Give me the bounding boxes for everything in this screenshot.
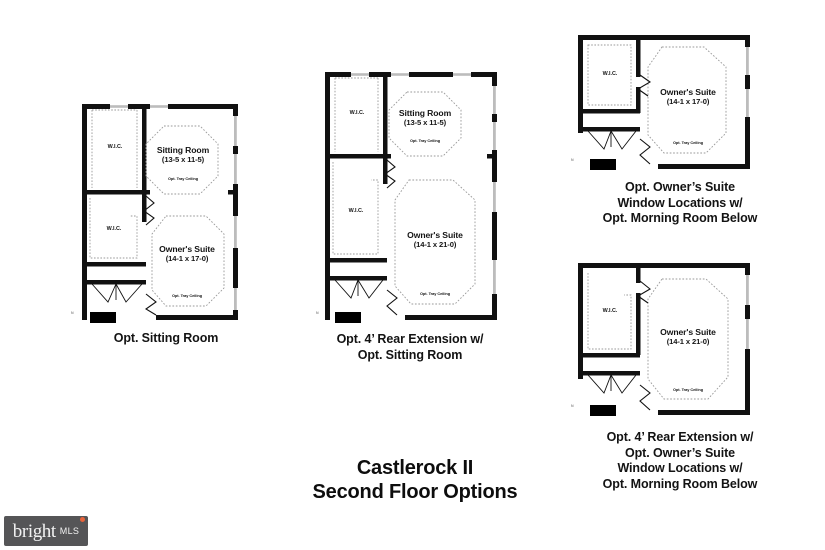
logo-brand-text: bright: [12, 520, 56, 542]
room-label-wic-upper: W.I.C.: [107, 144, 123, 150]
room-label-wic: W.I.C.: [602, 71, 618, 77]
bright-mls-logo: bright MLS: [4, 516, 88, 546]
room-label-wic: W.I.C.: [602, 308, 618, 314]
logo-mls-text: MLS: [59, 526, 80, 536]
room-label-sitting-room: Sitting Room (13-5 x 11-5): [146, 145, 220, 164]
tray-ceiling-note: Opt. Tray Ceiling: [419, 291, 451, 296]
floor-plan-opt-owners-suite-windows: Owner's Suite (14-1 x 17-0) Opt. Tray Ce…: [578, 35, 750, 169]
room-name: Owner's Suite: [660, 87, 716, 97]
tray-ceiling-note: Opt. Tray Ceiling: [409, 138, 441, 143]
room-dimensions: (14-1 x 21-0): [666, 337, 710, 346]
floor-plan-opt-rear-ext-owners-suite-windows: Owner's Suite (14-1 x 21-0) Opt. Tray Ce…: [578, 263, 750, 415]
room-dimensions: (14-1 x 17-0): [666, 97, 710, 106]
plan1-orientation-marker: N: [70, 306, 126, 326]
floor-plan-opt-rear-ext-sitting-room: Sitting Room (13-5 x 11-5) Opt. Tray Cei…: [325, 72, 497, 320]
room-name: Sitting Room: [156, 145, 210, 155]
room-label-wic-lower: W.I.C.: [106, 226, 122, 232]
logo-accent-dot-icon: [80, 517, 85, 522]
tray-ceiling-note: Opt. Tray Ceiling: [167, 176, 199, 181]
compass-north-icon: N: [571, 404, 574, 408]
room-label-owners-suite: Owner's Suite (14-1 x 17-0): [148, 244, 226, 263]
room-dimensions: (13-5 x 11-5): [403, 118, 447, 127]
page-title: Castlerock II Second Floor Options: [255, 456, 575, 504]
room-name: Sitting Room: [398, 108, 452, 118]
plan2-orientation-marker: N: [315, 306, 371, 326]
page-title-line-1: Castlerock II: [356, 457, 474, 479]
tray-ceiling-note: Opt. Tray Ceiling: [171, 293, 203, 298]
floor-plan-opt-sitting-room: Sitting Room (13-5 x 11-5) Opt. Tray Cei…: [82, 104, 238, 320]
compass-north-icon: N: [71, 311, 74, 315]
caption-plan-4: Opt. 4’ Rear Extension w/ Opt. Owner’s S…: [602, 430, 758, 491]
room-name: Owner's Suite: [407, 230, 463, 240]
room-label-owners-suite: Owner's Suite (14-1 x 21-0): [395, 230, 475, 249]
room-dimensions: (14-1 x 17-0): [165, 254, 209, 263]
room-label-owners-suite: Owner's Suite (14-1 x 17-0): [648, 87, 728, 106]
room-label-wic-upper: W.I.C.: [349, 110, 365, 116]
tray-ceiling-note: Opt. Tray Ceiling: [672, 387, 704, 392]
room-dimensions: (14-1 x 21-0): [413, 240, 457, 249]
room-dimensions: (13-5 x 11-5): [161, 155, 205, 164]
room-name: Owner's Suite: [660, 327, 716, 337]
caption-plan-3: Opt. Owner’s Suite Window Locations w/ O…: [602, 180, 758, 225]
caption-plan-1: Opt. Sitting Room: [113, 331, 219, 345]
room-label-sitting-room: Sitting Room (13-5 x 11-5): [387, 108, 463, 127]
room-label-owners-suite: Owner's Suite (14-1 x 21-0): [648, 327, 728, 346]
room-name: Owner's Suite: [159, 244, 215, 254]
tray-ceiling-note: Opt. Tray Ceiling: [672, 140, 704, 145]
caption-plan-2: Opt. 4’ Rear Extension w/ Opt. Sitting R…: [336, 332, 484, 362]
page-title-line-2: Second Floor Options: [312, 481, 518, 503]
room-label-wic-lower: W.I.C.: [348, 208, 364, 214]
compass-north-icon: N: [316, 311, 319, 315]
plan4-orientation-marker: N: [570, 399, 626, 419]
compass-north-icon: N: [571, 158, 574, 162]
plan3-orientation-marker: N: [570, 153, 626, 173]
